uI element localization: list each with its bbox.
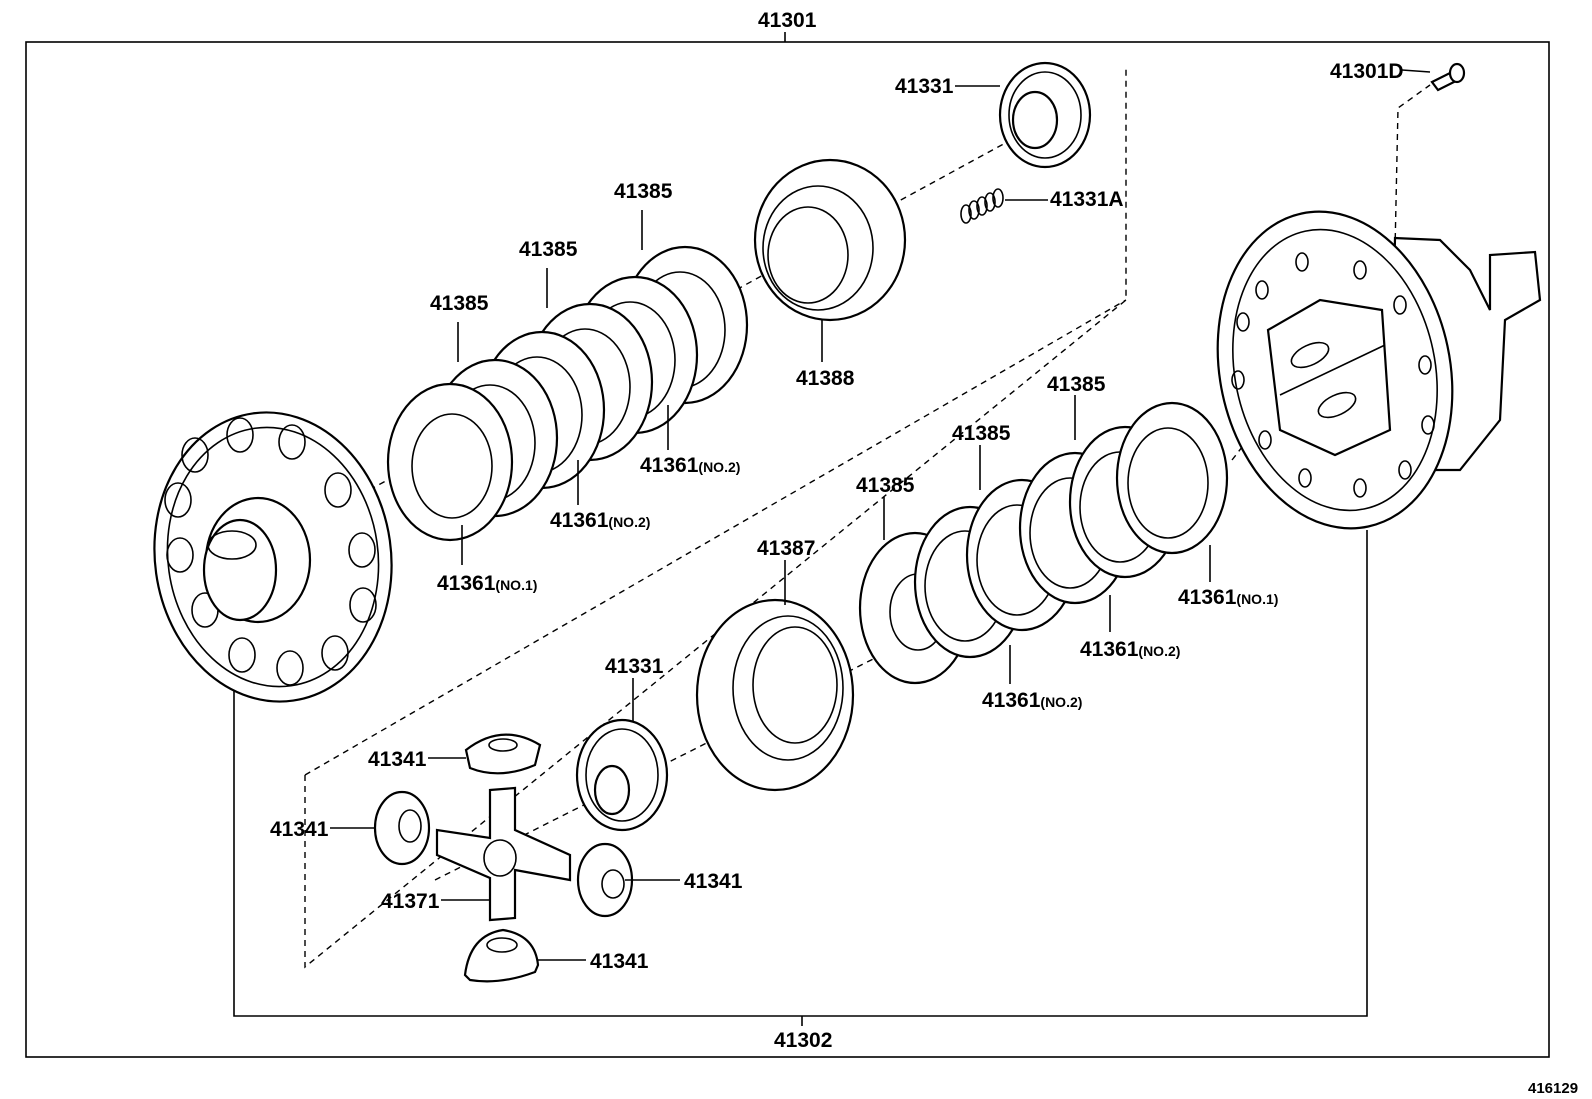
pinion-gear-left[interactable] bbox=[373, 790, 431, 866]
pinion-gear-bottom[interactable] bbox=[463, 928, 540, 983]
figure-number: 416129 bbox=[1528, 1080, 1578, 1097]
label-disc-upper-no1[interactable]: 41361(NO.1) bbox=[437, 572, 537, 595]
cam-ring-lower[interactable] bbox=[695, 598, 855, 792]
case-flange-left[interactable] bbox=[136, 397, 410, 717]
label-plate-upper-c[interactable]: 41385 bbox=[430, 292, 489, 315]
label-spider-shaft[interactable]: 41371 bbox=[381, 890, 440, 913]
label-plate-upper-b[interactable]: 41385 bbox=[519, 238, 578, 261]
label-plate-lower-b[interactable]: 41385 bbox=[952, 422, 1011, 445]
label-disc-lower-no2b[interactable]: 41361(NO.2) bbox=[982, 689, 1082, 712]
spring-41331a[interactable] bbox=[960, 188, 1004, 224]
pinion-gear-right[interactable] bbox=[576, 842, 634, 918]
label-assembly-top[interactable]: 41301 bbox=[758, 9, 817, 32]
label-cam-ring-upper[interactable]: 41388 bbox=[796, 367, 855, 390]
bracket-41302 bbox=[233, 530, 1368, 1017]
label-disc-upper-no2b[interactable]: 41361(NO.2) bbox=[550, 509, 650, 532]
label-pinion-bottom[interactable]: 41341 bbox=[590, 950, 649, 973]
label-disc-upper-no2a[interactable]: 41361(NO.2) bbox=[640, 454, 740, 477]
label-disc-lower-no2a[interactable]: 41361(NO.2) bbox=[1080, 638, 1180, 661]
label-gear-upper[interactable]: 41331 bbox=[895, 75, 954, 98]
label-pinion-left[interactable]: 41341 bbox=[270, 818, 329, 841]
clutch-plate-lower-6[interactable] bbox=[1115, 401, 1229, 555]
spider-shaft[interactable] bbox=[435, 786, 572, 922]
label-pinion-top[interactable]: 41341 bbox=[368, 748, 427, 771]
label-pinion-right[interactable]: 41341 bbox=[684, 870, 743, 893]
label-gear-lower[interactable]: 41331 bbox=[605, 655, 664, 678]
case-housing-right[interactable] bbox=[1189, 190, 1542, 551]
side-gear-lower[interactable] bbox=[575, 718, 669, 832]
label-assembly-bottom[interactable]: 41302 bbox=[774, 1029, 832, 1052]
side-gear-upper[interactable] bbox=[998, 61, 1092, 169]
label-plate-lower-c[interactable]: 41385 bbox=[856, 474, 915, 497]
clutch-plate-upper-6[interactable] bbox=[386, 382, 514, 542]
pinion-gear-top[interactable] bbox=[464, 733, 542, 775]
label-disc-lower-no1[interactable]: 41361(NO.1) bbox=[1178, 586, 1278, 609]
label-cam-ring-lower[interactable]: 41387 bbox=[757, 537, 815, 560]
assembly-frame bbox=[25, 41, 1550, 1058]
label-screw[interactable]: 41301D bbox=[1330, 60, 1404, 83]
label-plate-lower-a[interactable]: 41385 bbox=[1047, 373, 1106, 396]
screw-41301d[interactable] bbox=[1430, 62, 1466, 92]
cam-ring-upper[interactable] bbox=[753, 158, 907, 322]
label-plate-upper-a[interactable]: 41385 bbox=[614, 180, 673, 203]
label-spring[interactable]: 41331A bbox=[1050, 188, 1124, 211]
